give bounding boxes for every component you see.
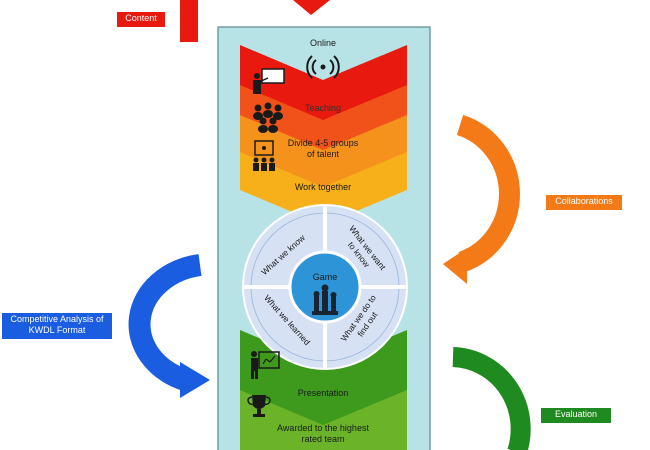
stage-awarded-text-line2: rated team — [301, 434, 344, 444]
stage-presentation-text: Presentation — [298, 388, 349, 398]
competitive-label-line2: KWDL Format — [28, 325, 86, 335]
collaborations-label: Collaborations — [546, 195, 622, 210]
kwdl-cycle — [242, 204, 408, 370]
competitive-analysis-label: Competitive Analysis of KWDL Format — [2, 313, 112, 339]
stage-teaching-text: Teaching — [305, 103, 341, 113]
stage-awarded-text-line1: Awarded to the highest — [277, 423, 369, 433]
top-chevron-stack — [240, 45, 407, 225]
presenter-icon — [251, 351, 280, 379]
stage-work-text: Work together — [295, 182, 351, 192]
content-arrow — [180, 0, 330, 42]
trophy-icon — [247, 395, 271, 417]
group-people-icon — [253, 102, 283, 133]
evaluation-arrow — [452, 347, 531, 450]
chevron-awarded — [240, 390, 407, 450]
competitive-arrow — [128, 254, 210, 398]
collaborations-arrow — [443, 114, 520, 284]
stage-divide-text-line2: of talent — [307, 149, 340, 159]
chess-pieces-icon — [312, 284, 338, 315]
stage-divide-text-line1: Divide 4-5 groups — [288, 138, 359, 148]
chevron-work — [240, 152, 407, 225]
competitive-label-line1: Competitive Analysis of — [10, 314, 104, 324]
cycle-center-text: Game — [313, 272, 338, 282]
team-presentation-icon — [253, 140, 275, 171]
wireless-signal-icon — [306, 55, 340, 79]
teacher-board-icon — [253, 68, 285, 94]
content-label: Content — [117, 12, 165, 27]
evaluation-label: Evaluation — [541, 408, 611, 423]
stage-online-text: Online — [310, 38, 336, 48]
